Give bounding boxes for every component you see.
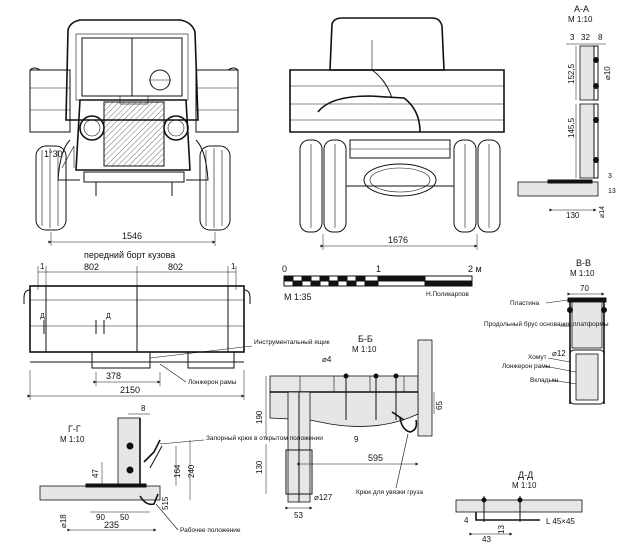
side-dim-2150: 2150 (120, 385, 140, 395)
aa-dim-32: 32 (581, 33, 590, 42)
bb-dim-190: 190 (255, 410, 264, 424)
section-aa-title: А-А (574, 4, 589, 14)
vv-label-clamp: Хомут (528, 354, 547, 361)
section-bb: Б-Б М 1:10 ⌀4 65 190 9 130 (255, 334, 444, 520)
scale-bar: 0 1 2 м М 1:35 Н.Поликарпов (282, 264, 482, 302)
scale-tick-1: 1 (376, 264, 381, 274)
dd-dim-13: 13 (497, 525, 506, 534)
scale-tick-0: 0 (282, 264, 287, 274)
gg-dim-164: 164 (173, 464, 182, 478)
aa-dim-3b: 3 (608, 173, 612, 180)
side-panel-title: передний борт кузова (84, 250, 175, 260)
section-bb-scale: М 1:10 (352, 345, 377, 354)
gg-dim-47: 47 (91, 469, 100, 478)
side-dim-802b: 802 (168, 262, 183, 272)
section-vv-title: В-В (576, 258, 591, 268)
aa-dim-145: 145,5 (567, 117, 576, 138)
bb-dim-53: 53 (294, 511, 303, 520)
gg-dim-240: 240 (187, 464, 196, 478)
section-dd-scale: М 1:10 (512, 481, 537, 490)
bb-dim-65: 65 (435, 401, 444, 410)
dd-label-angle: L 45×45 (546, 517, 575, 526)
rear-view: 1676 (289, 17, 505, 250)
front-width-dim: 1546 (122, 231, 142, 241)
radiator-grille (103, 101, 165, 167)
vv-label-frame: Лонжерон рамы (502, 363, 551, 370)
side-dim-378: 378 (106, 371, 121, 381)
gg-dim-515: 515 (161, 496, 170, 510)
vv-dim-d12: ⌀12 (552, 349, 566, 358)
side-label-frame: Лонжерон рамы (188, 379, 237, 386)
section-gg: Г-Г М 1:10 8 47 164 240 515 ⌀18 90 50 23… (39, 404, 323, 534)
dd-dim-43: 43 (482, 535, 491, 544)
front-view: 1°30' 1546 (29, 19, 239, 246)
gg-label-open: Запорный крюк в открытом положении (206, 434, 323, 442)
aa-dim-d14: ⌀14 (599, 206, 606, 218)
gg-dim-d18: ⌀18 (59, 514, 68, 528)
vv-label-plate: Пластина (510, 300, 540, 307)
section-dd-title: Д-Д (518, 470, 533, 480)
side-label-toolbox: Инструментальный ящик (254, 338, 330, 346)
aa-dim-d10: ⌀10 (603, 66, 612, 80)
aa-dim-3: 3 (570, 33, 575, 42)
section-aa-scale: М 1:10 (568, 15, 593, 24)
section-dd: Д-Д М 1:10 4 43 13 L 45×45 (455, 470, 583, 544)
bb-dim-595: 595 (368, 453, 383, 463)
side-mark-d1: Д (40, 313, 45, 320)
section-aa: А-А М 1:10 3 32 8 152,5 ⌀10 145,5 3 13 1… (517, 4, 616, 220)
side-dim-1a: 1 (40, 262, 45, 271)
gg-label-work: Рабочее положение (180, 526, 241, 534)
aa-dim-13: 13 (608, 188, 616, 195)
bb-label-hook: Крюк для увязки груза (356, 489, 423, 496)
bb-dim-130: 130 (255, 460, 264, 474)
gg-dim-8: 8 (141, 404, 146, 413)
gg-dim-90: 90 (96, 513, 105, 522)
section-gg-scale: М 1:10 (60, 435, 85, 444)
section-bb-title: Б-Б (358, 334, 373, 344)
section-vv: В-В М 1:10 70 ⌀12 Пластина Продольный бр… (484, 258, 609, 405)
rear-width-dim: 1676 (388, 235, 408, 245)
section-vv-scale: М 1:10 (570, 269, 595, 278)
vv-dim-70: 70 (580, 284, 589, 293)
bb-dim-d4: ⌀4 (322, 355, 332, 364)
vv-label-beam1: Продольный брус основания платформы (484, 320, 609, 328)
front-angle-label: 1°30' (44, 149, 65, 159)
bb-dim-9: 9 (354, 435, 359, 444)
section-gg-title: Г-Г (68, 424, 81, 434)
side-dim-1b: 1 (231, 262, 236, 271)
gg-dim-50: 50 (120, 513, 129, 522)
scale-tick-2: 2 м (468, 264, 482, 274)
vv-label-shim: Вкладыш (530, 377, 558, 384)
side-mark-d2: Д (106, 313, 111, 320)
side-panel: передний борт кузова 1 802 802 1 Д Д 378 (23, 250, 330, 400)
aa-dim-152: 152,5 (567, 63, 576, 84)
bb-dim-d127: ⌀127 (314, 493, 333, 502)
scale-bar-author: Н.Поликарпов (426, 291, 469, 298)
aa-dim-130: 130 (566, 211, 580, 220)
gg-dim-235: 235 (104, 520, 119, 530)
aa-dim-8: 8 (598, 33, 603, 42)
scale-bar-scale: М 1:35 (284, 292, 312, 302)
side-dim-802a: 802 (84, 262, 99, 272)
dd-dim-4: 4 (464, 516, 469, 525)
